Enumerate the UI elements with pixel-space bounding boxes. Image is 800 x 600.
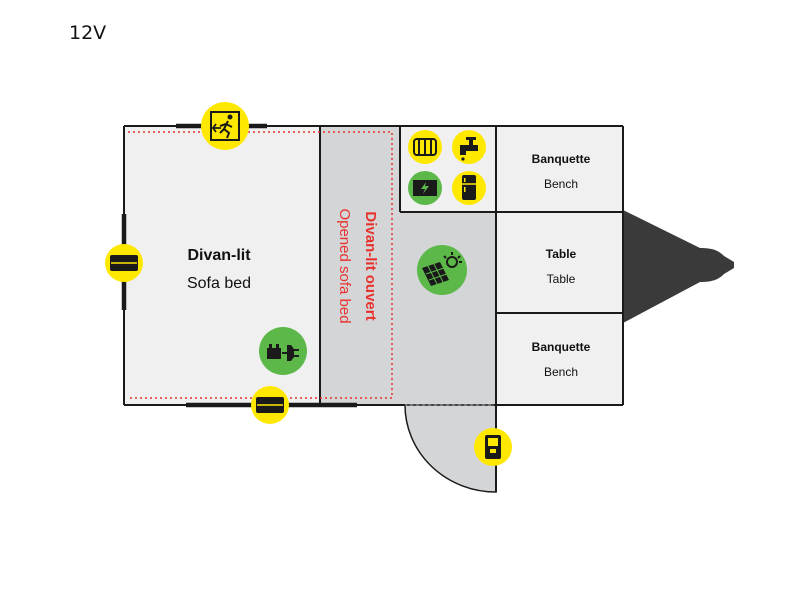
- window-icon: [105, 244, 143, 282]
- sofa-bed-label-fr: Divan-lit: [187, 247, 251, 264]
- bench-top-label-fr: Banquette: [532, 152, 591, 166]
- bench-top-label-en: Bench: [544, 177, 578, 191]
- dinette-area: [496, 126, 623, 405]
- table-label-en: Table: [547, 272, 576, 286]
- bench-bottom-label-en: Bench: [544, 365, 578, 379]
- window-icon: [251, 386, 289, 424]
- floorplan-title: 12V: [69, 22, 107, 44]
- door-lock-icon: [474, 428, 512, 466]
- battery-icon: [408, 171, 442, 205]
- door-swing: [404, 404, 497, 493]
- emergency-exit-icon: [201, 102, 249, 150]
- heater-icon: [408, 130, 442, 164]
- refrigerator-icon: [452, 171, 486, 205]
- shore-power-icon: [259, 327, 307, 375]
- trailer-hitch: [623, 210, 734, 323]
- table-label-fr: Table: [546, 247, 577, 261]
- opened-sofa-bed-label-en: Opened sofa bed: [336, 208, 353, 323]
- opened-sofa-bed-label-fr: Divan-lit ouvert: [362, 211, 379, 320]
- faucet-icon: [452, 130, 486, 164]
- bench-bottom-label-fr: Banquette: [532, 340, 591, 354]
- sofa-bed-label-en: Sofa bed: [187, 275, 251, 292]
- solar-panel-icon: [417, 245, 467, 295]
